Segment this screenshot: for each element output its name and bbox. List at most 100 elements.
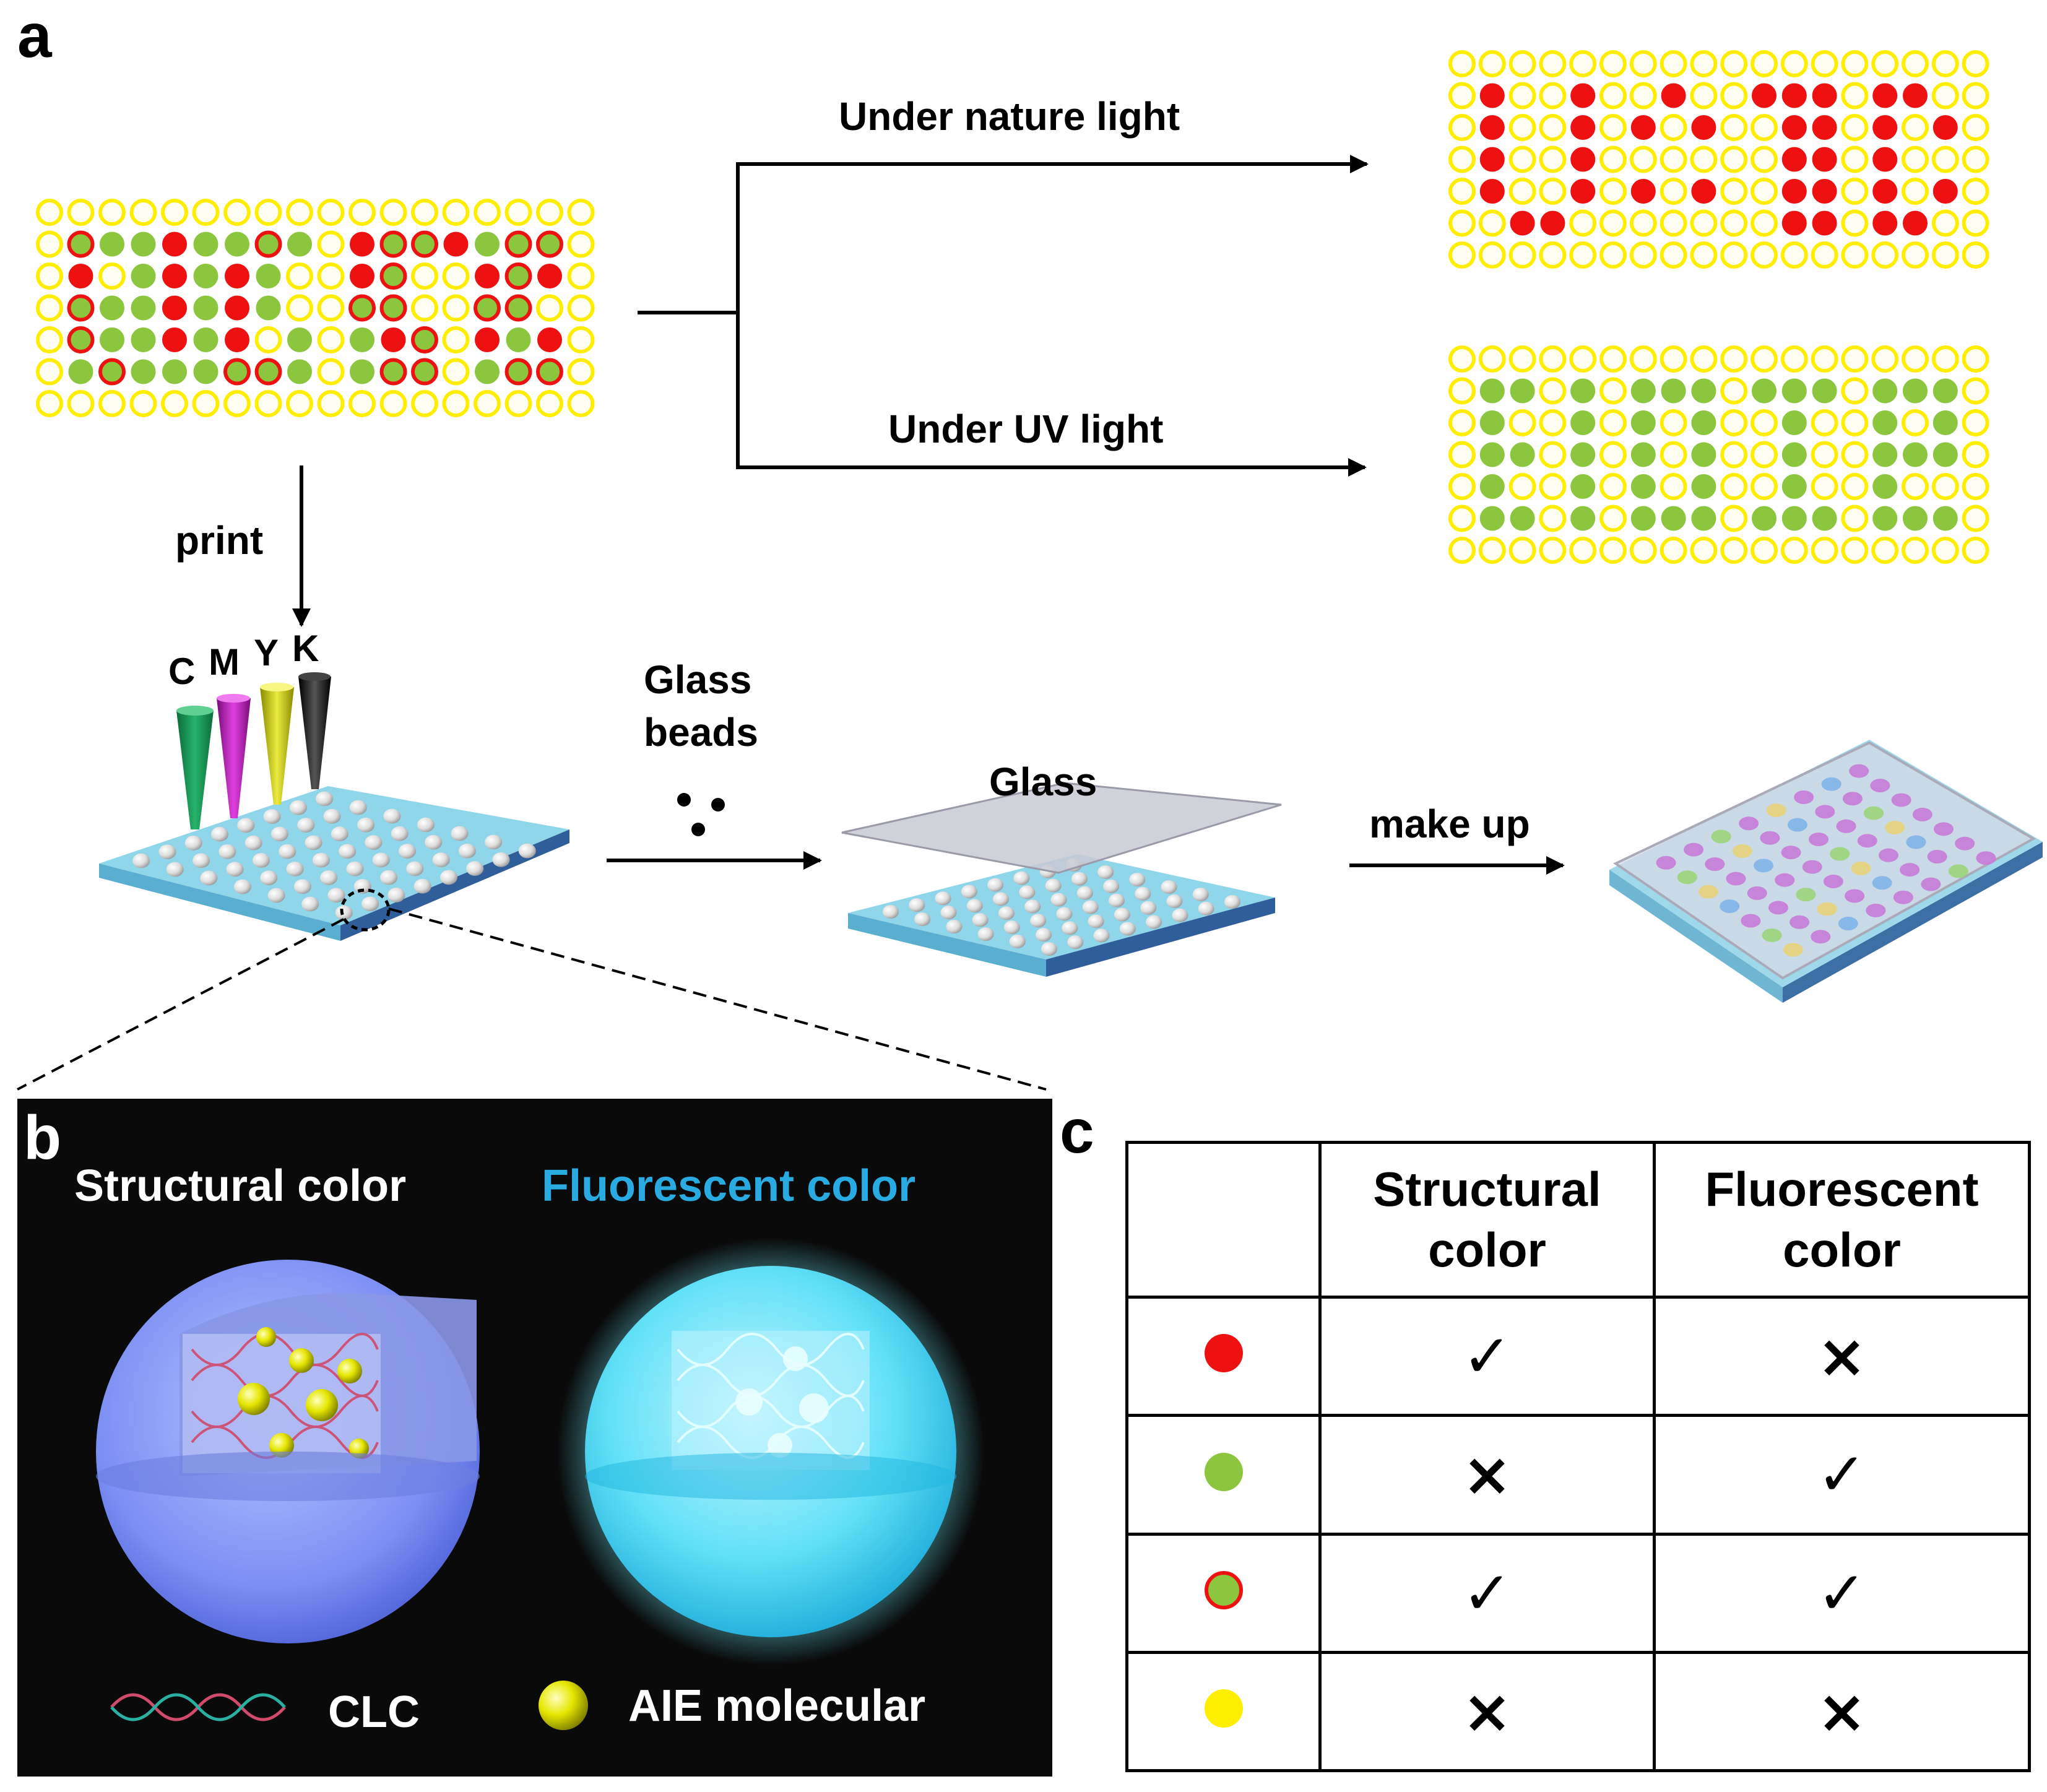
header-fluorescent-line2: color [1783, 1222, 1901, 1277]
pattern-dot [1872, 210, 1898, 236]
pattern-dot [567, 262, 595, 290]
device-dot [1900, 863, 1920, 877]
pattern-dot [1690, 241, 1718, 269]
pattern-dot [1872, 115, 1898, 140]
pattern-dot [1931, 82, 1959, 110]
pattern-dot [1720, 345, 1748, 373]
pattern-dot [536, 199, 563, 226]
pattern-dot [1448, 441, 1476, 469]
pattern-dot [1508, 50, 1536, 77]
structural-cell: × [1318, 1650, 1656, 1773]
glass-bead [237, 818, 255, 833]
pattern-dot [1599, 209, 1627, 237]
pattern-dot [1841, 50, 1869, 77]
table-row: ✓ ✓ [1125, 1532, 2031, 1654]
pattern-dot [379, 294, 407, 322]
glass-bead [458, 843, 476, 859]
pattern-dot [1932, 179, 1958, 204]
pattern-dot [1570, 474, 1596, 499]
pattern-dot [1962, 441, 1989, 469]
pattern-dot [1599, 114, 1627, 141]
panel-b: b Structural color Fluorescent color [17, 1099, 1052, 1777]
glass-bead [1119, 922, 1136, 936]
pattern-dot [1691, 115, 1716, 140]
pattern-dot [442, 390, 470, 417]
pattern-dot [1751, 241, 1778, 269]
glass-bead [383, 808, 401, 824]
pattern-dot [1872, 474, 1898, 499]
pattern-dot [1841, 441, 1869, 469]
pattern-dot [1691, 378, 1716, 404]
device-dot [1851, 861, 1871, 875]
device-dot [1766, 803, 1786, 818]
glass-bead [1198, 901, 1214, 915]
pattern-dot [1872, 506, 1898, 531]
pattern-dot [98, 358, 126, 386]
green-red-ring-dot-icon [1204, 1570, 1243, 1609]
pattern-dot [475, 264, 500, 288]
pattern-dot [254, 390, 282, 417]
pattern-dot [1599, 537, 1627, 564]
pattern-dot [1570, 83, 1596, 108]
glass-bead [518, 843, 536, 859]
printing-substrate [99, 786, 569, 941]
device-dot [1762, 928, 1782, 942]
pattern-dot [1931, 241, 1959, 269]
pattern-dot [129, 390, 157, 417]
pattern-dot [474, 390, 501, 417]
green-dot-icon [1204, 1452, 1243, 1491]
structural-cell: ✓ [1318, 1295, 1656, 1418]
pattern-dot [1539, 145, 1567, 173]
pattern-dot [1539, 82, 1567, 110]
pattern-dot [1872, 179, 1898, 204]
pattern-dot [1599, 504, 1627, 532]
pattern-dot [1931, 345, 1959, 373]
glass-bead [263, 809, 281, 824]
device-dot [1891, 793, 1911, 807]
glass-bead [977, 927, 994, 941]
pattern-dot [162, 264, 187, 288]
pattern-dot [131, 359, 156, 384]
header-structural-color: Structural color [1318, 1141, 1656, 1299]
pattern-dot [1962, 145, 1989, 173]
pattern-dot [1781, 210, 1807, 236]
pattern-dot [1539, 409, 1567, 436]
pattern-dot [1508, 82, 1536, 110]
pattern-dot [1720, 50, 1748, 77]
panel-label-b: b [24, 1103, 61, 1172]
pattern-dot [1720, 241, 1748, 269]
pattern-dot [67, 294, 95, 322]
glass-bead [305, 835, 322, 851]
pattern-dot [317, 262, 345, 290]
pattern-dot [1752, 378, 1777, 404]
glass-bead [998, 906, 1015, 920]
panel-label-a: a [17, 1, 53, 71]
glass-bead [234, 879, 251, 894]
pattern-dot [1752, 83, 1777, 108]
glass-bead [987, 878, 1004, 892]
device-dot [1976, 851, 1996, 865]
glass-bead [425, 834, 443, 850]
glass-bead [293, 879, 311, 894]
pattern-dot [1599, 82, 1627, 110]
glass-bead [406, 861, 424, 877]
device-dot [1794, 790, 1814, 804]
pattern-dot [1660, 441, 1687, 469]
cmyk-label-k: K [292, 628, 319, 669]
glass-bead [316, 791, 334, 807]
branch-arrows [292, 155, 1565, 875]
pattern-dot [1539, 241, 1567, 269]
pattern-dot [504, 262, 532, 290]
cmyk-labels: C M Y K [168, 628, 319, 692]
pattern-dot [504, 199, 532, 226]
pattern-dot [1569, 209, 1597, 237]
device-dot [1870, 779, 1890, 793]
pattern-dot [1751, 178, 1778, 205]
pattern-dot [1872, 83, 1898, 108]
pattern-dot [1630, 115, 1656, 140]
pattern-dot [317, 326, 345, 353]
pattern-dot [161, 390, 188, 417]
pattern-dot [1570, 115, 1596, 140]
pattern-dot [1811, 409, 1838, 436]
pattern-dot [67, 199, 95, 226]
